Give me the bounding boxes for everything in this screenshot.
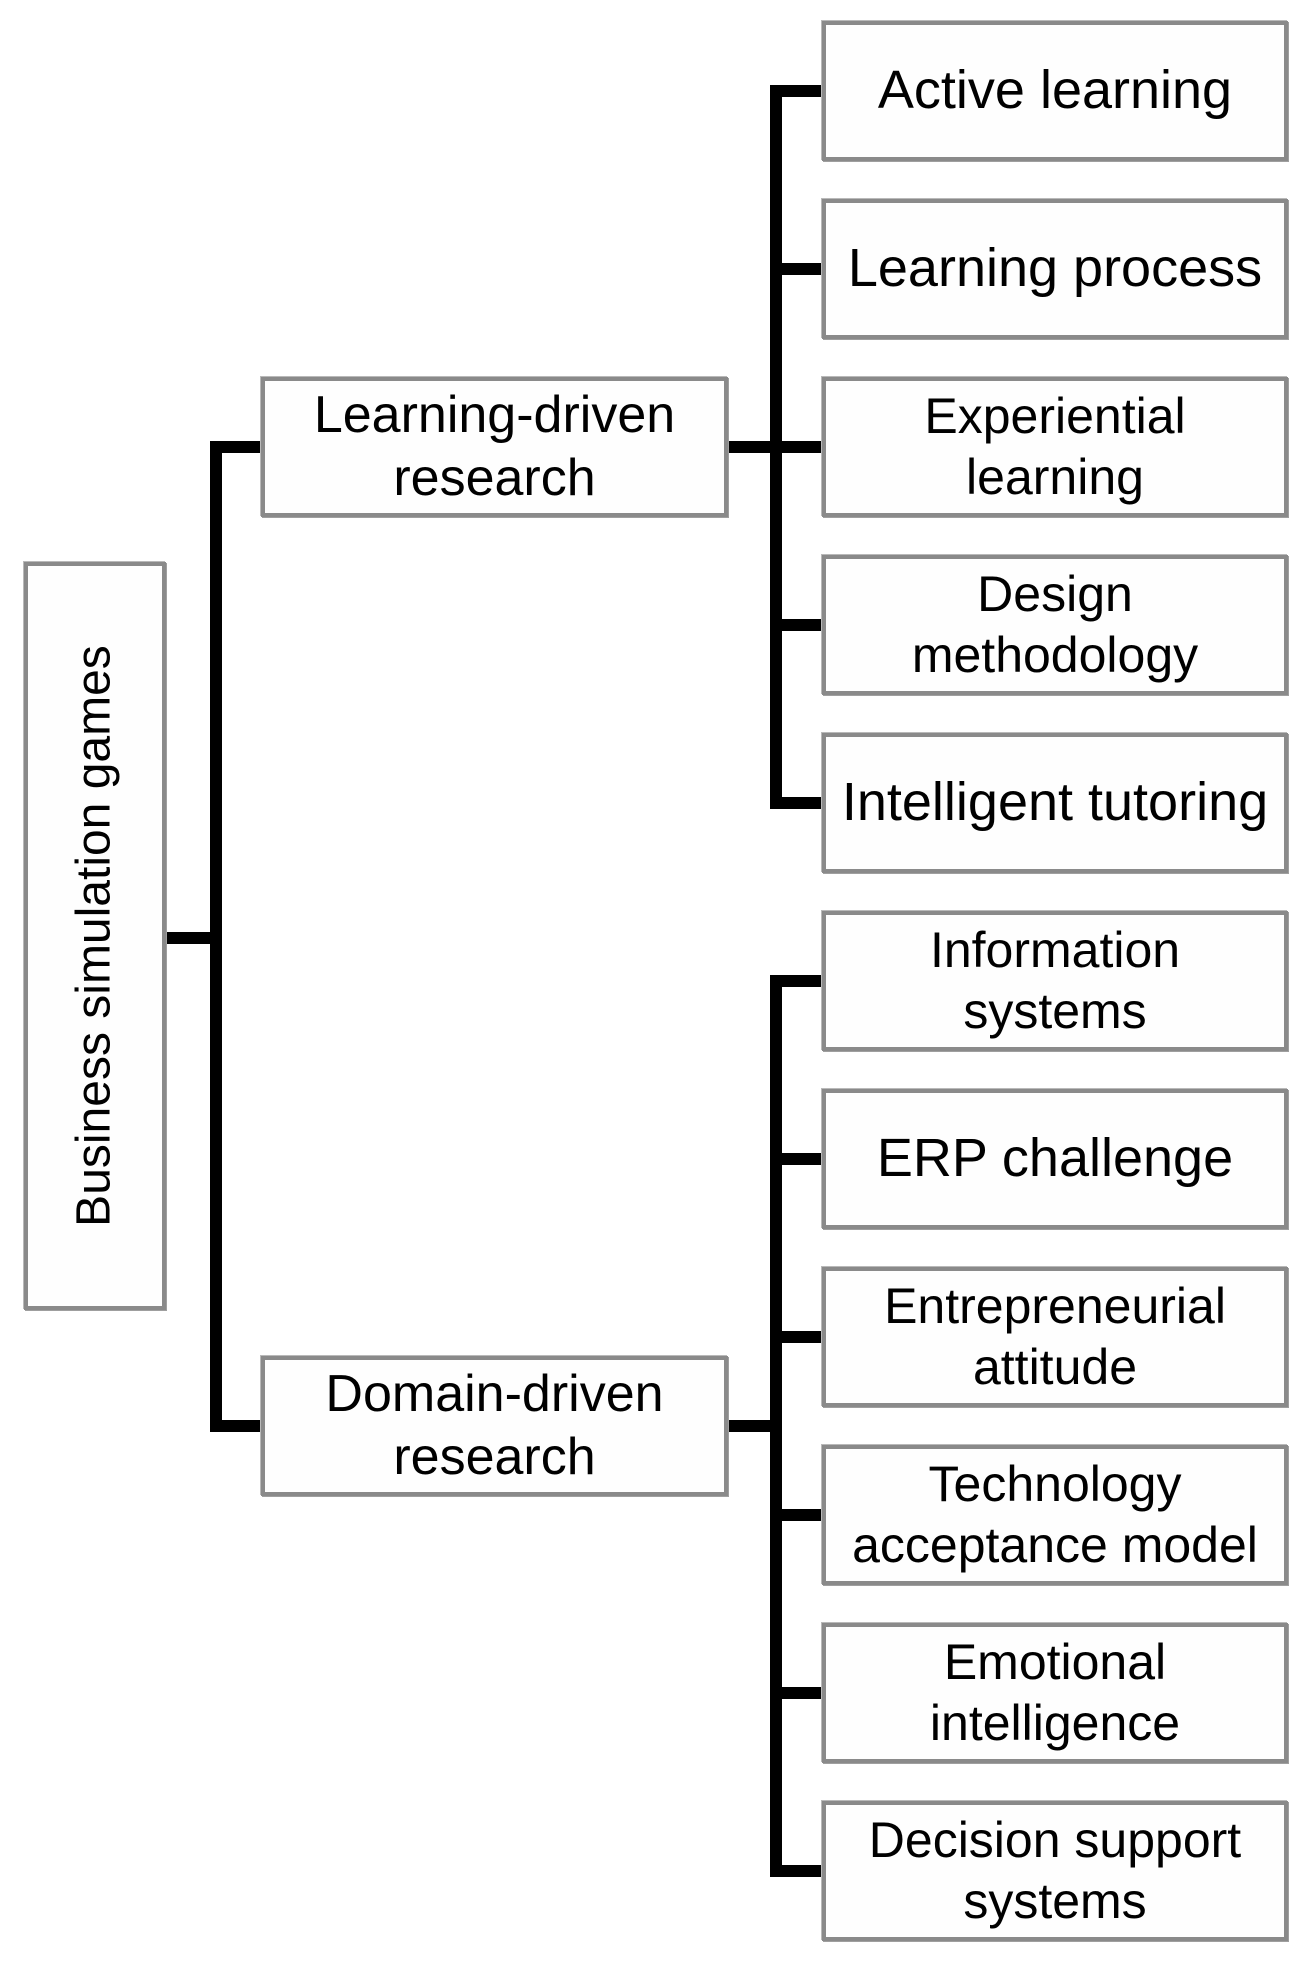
- node-label: Design methodology: [911, 566, 1199, 683]
- node-label: ERP challenge: [876, 1128, 1234, 1189]
- node-intelligent-tutoring: Intelligent tutoring: [822, 733, 1288, 873]
- node-experiential-learning: Experiential learning: [822, 377, 1288, 517]
- node-label: Learning process: [847, 238, 1263, 299]
- node-label: Entrepreneurial attitude: [884, 1278, 1226, 1395]
- connector-child-stub-design-methodology: [770, 619, 822, 631]
- connector-child-stub-erp-challenge: [770, 1153, 822, 1165]
- node-label: Experiential learning: [924, 388, 1186, 505]
- node-label: Emotional intelligence: [929, 1634, 1181, 1751]
- connector-child-stub-active-learning: [770, 85, 822, 97]
- connector-child-stub-decision-support: [770, 1865, 822, 1877]
- connector-learning-to-trunk: [728, 441, 822, 453]
- node-label: Decision support systems: [868, 1812, 1242, 1929]
- connector-root-stub: [166, 932, 222, 944]
- connector-domain-to-trunk: [727, 1420, 782, 1432]
- node-emotional-intelligence: Emotional intelligence: [822, 1623, 1288, 1763]
- node-decision-support-systems: Decision support systems: [822, 1801, 1288, 1941]
- node-learning-process: Learning process: [822, 199, 1288, 339]
- connector-learning-stub: [210, 441, 261, 453]
- node-label: Learning-driven research: [313, 385, 676, 507]
- connector-child-stub-emotional-intelligence: [770, 1687, 822, 1699]
- node-domain-driven-research: Domain-driven research: [261, 1356, 728, 1496]
- node-label: Technology acceptance model: [852, 1456, 1258, 1573]
- connector-child-stub-technology-acceptance: [770, 1509, 822, 1521]
- connector-child-stub-learning-process: [770, 263, 822, 275]
- node-label: Business simulation games: [67, 645, 121, 1227]
- node-design-methodology: Design methodology: [822, 555, 1288, 695]
- node-entrepreneurial-attitude: Entrepreneurial attitude: [822, 1267, 1288, 1407]
- connector-child-stub-information-systems: [770, 975, 822, 987]
- node-technology-acceptance-model: Technology acceptance model: [822, 1445, 1288, 1585]
- node-erp-challenge: ERP challenge: [822, 1089, 1288, 1229]
- node-label: Domain-driven research: [325, 1364, 664, 1486]
- connector-main-trunk: [210, 441, 222, 1432]
- connector-child-stub-entrepreneurial-attitude: [770, 1331, 822, 1343]
- connector-child-stub-intelligent-tutoring: [770, 797, 822, 809]
- node-learning-driven-research: Learning-driven research: [261, 377, 728, 517]
- node-label: Intelligent tutoring: [841, 772, 1269, 833]
- node-information-systems: Information systems: [822, 911, 1288, 1051]
- node-label: Information systems: [929, 922, 1181, 1039]
- node-active-learning: Active learning: [822, 21, 1288, 161]
- node-label: Active learning: [877, 60, 1233, 121]
- connector-domain-stub: [210, 1420, 261, 1432]
- node-business-simulation-games: Business simulation games: [24, 562, 166, 1310]
